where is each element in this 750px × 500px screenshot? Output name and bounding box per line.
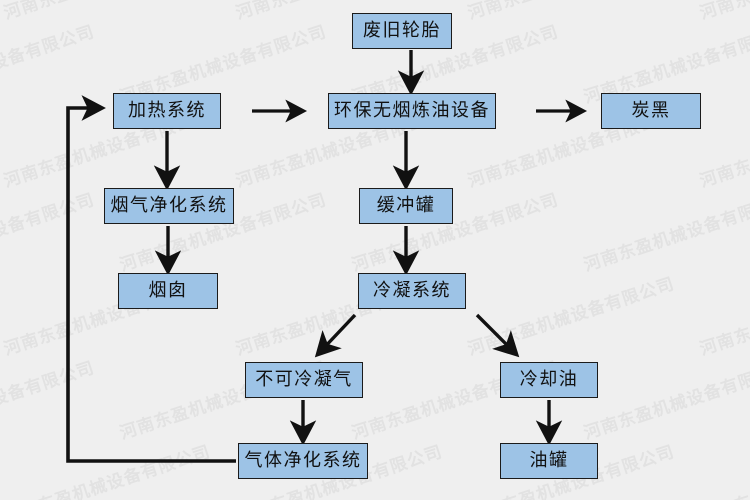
- node-buffer-tank[interactable]: 缓冲罐: [359, 188, 453, 224]
- watermark-text: 河南东盈机械设备有限公司: [581, 358, 750, 444]
- node-gas-purification[interactable]: 气体净化系统: [238, 443, 368, 479]
- node-label-chimney: 烟囱: [148, 279, 188, 301]
- watermark-text: 河南东盈机械设备有限公司: [0, 190, 98, 276]
- node-heating-system[interactable]: 加热系统: [113, 93, 221, 129]
- node-label-carbon-black: 炭黑: [631, 99, 671, 121]
- connector-condensing-to-non-condensable-gas: [314, 313, 357, 358]
- watermark-text: 河南东盈机械设备有限公司: [464, 0, 678, 24]
- watermark-text: 河南东盈机械设备有限公司: [0, 0, 214, 24]
- node-label-buffer-tank: 缓冲罐: [376, 194, 436, 216]
- node-label-flue-gas-purification: 烟气净化系统: [110, 194, 228, 216]
- node-oil-tank[interactable]: 油罐: [500, 443, 598, 479]
- node-flue-gas-purification[interactable]: 烟气净化系统: [104, 188, 234, 224]
- node-label-gas-purification: 气体净化系统: [244, 449, 362, 471]
- node-label-pyrolysis-equipment: 环保无烟炼油设备: [334, 99, 490, 121]
- watermark-text: 河南东盈机械设备有限公司: [581, 190, 750, 276]
- watermark-text: 河南东盈机械设备有限公司: [465, 274, 678, 360]
- node-label-cooling-oil: 冷却油: [519, 368, 579, 390]
- node-chimney[interactable]: 烟囱: [118, 273, 218, 309]
- node-waste-tire[interactable]: 废旧轮胎: [352, 13, 452, 49]
- node-label-heating-system: 加热系统: [128, 99, 206, 121]
- node-label-oil-tank: 油罐: [529, 449, 569, 471]
- watermark-text: 河南东盈机械设备有限公司: [697, 442, 750, 500]
- node-carbon-black[interactable]: 炭黑: [601, 93, 701, 129]
- watermark-text: 河南东盈机械设备有限公司: [0, 358, 98, 444]
- watermark-text: 河南东盈机械设备有限公司: [1, 442, 214, 500]
- node-cooling-oil[interactable]: 冷却油: [500, 362, 598, 398]
- node-condensing-system[interactable]: 冷凝系统: [358, 273, 466, 309]
- watermark-text: 河南东盈机械设备有限公司: [697, 274, 750, 360]
- connector-condensing-to-cooling-oil: [475, 313, 520, 358]
- watermark-text: 河南东盈机械设备有限公司: [696, 0, 750, 24]
- node-label-non-condensable-gas: 不可冷凝气: [255, 368, 353, 390]
- node-label-waste-tire: 废旧轮胎: [363, 19, 441, 41]
- node-pyrolysis-equipment[interactable]: 环保无烟炼油设备: [328, 93, 496, 129]
- node-non-condensable-gas[interactable]: 不可冷凝气: [245, 362, 363, 398]
- node-label-condensing-system: 冷凝系统: [373, 279, 451, 301]
- watermark-text: 河南东盈机械设备有限公司: [697, 106, 750, 192]
- watermark-text: 河南东盈机械设备有限公司: [0, 22, 98, 108]
